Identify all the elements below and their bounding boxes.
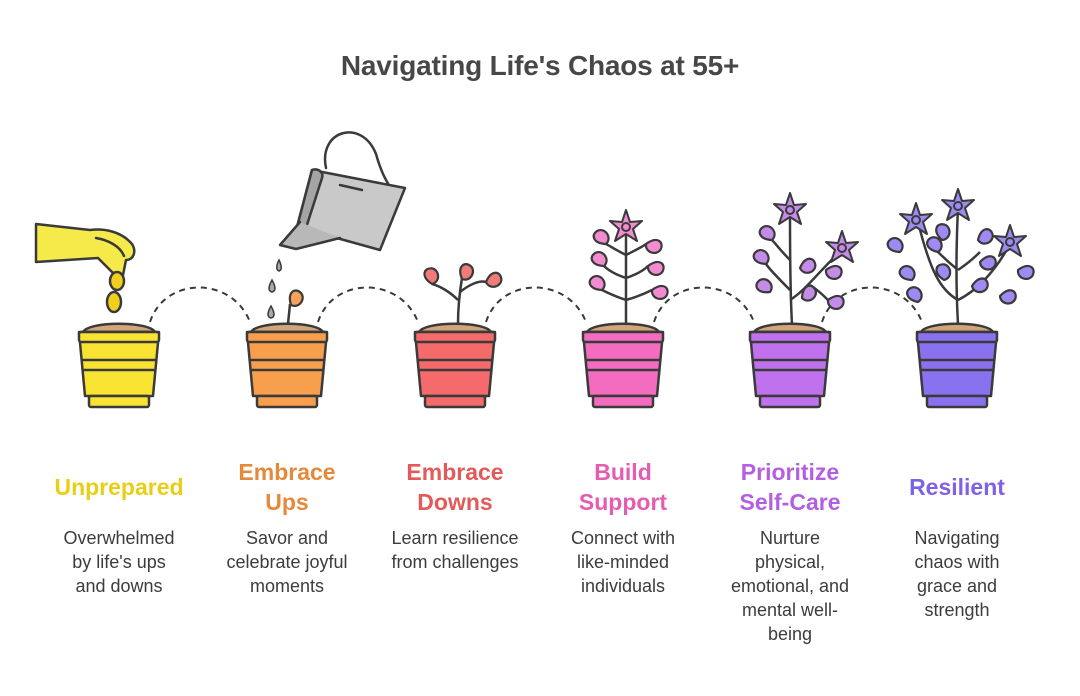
sprout-icon	[286, 289, 304, 325]
step-title: Embrace Downs	[406, 459, 504, 515]
step-description: Nurture physical, emotional, and mental …	[730, 528, 850, 644]
flowering-plant-icon	[586, 209, 671, 324]
flower-pot	[581, 322, 665, 409]
watering-can-icon	[278, 131, 407, 252]
flower-pot	[413, 322, 497, 409]
flower-pots	[77, 322, 999, 409]
flower-pot	[77, 322, 161, 409]
step-description: Overwhelmed by life's ups and downs	[63, 528, 175, 596]
hand-icon	[34, 222, 136, 314]
blooming-plant-icon	[750, 192, 859, 325]
step-title: Embrace Ups	[238, 459, 336, 515]
step-title: Resilient	[909, 474, 1005, 500]
step-title: Prioritize Self-Care	[739, 459, 841, 515]
page-title: Navigating Life's Chaos at 55+	[340, 50, 740, 81]
resilient-plant-icon	[884, 188, 1037, 325]
step-title: Unprepared	[54, 474, 184, 500]
small-plant-icon	[420, 262, 506, 325]
flower-pot	[748, 322, 832, 409]
flower-pot	[245, 322, 329, 409]
connector-arcs	[149, 286, 923, 323]
step-description: Savor and celebrate joyful moments	[226, 528, 348, 596]
step-title: Build Support	[578, 459, 668, 515]
step-description: Learn resilience from challenges	[391, 528, 519, 572]
water-drops	[267, 258, 282, 319]
step-description: Connect with like-minded individuals	[570, 528, 676, 596]
flower-pot	[915, 322, 999, 409]
step-description: Navigating chaos with grace and strength	[914, 528, 1000, 620]
